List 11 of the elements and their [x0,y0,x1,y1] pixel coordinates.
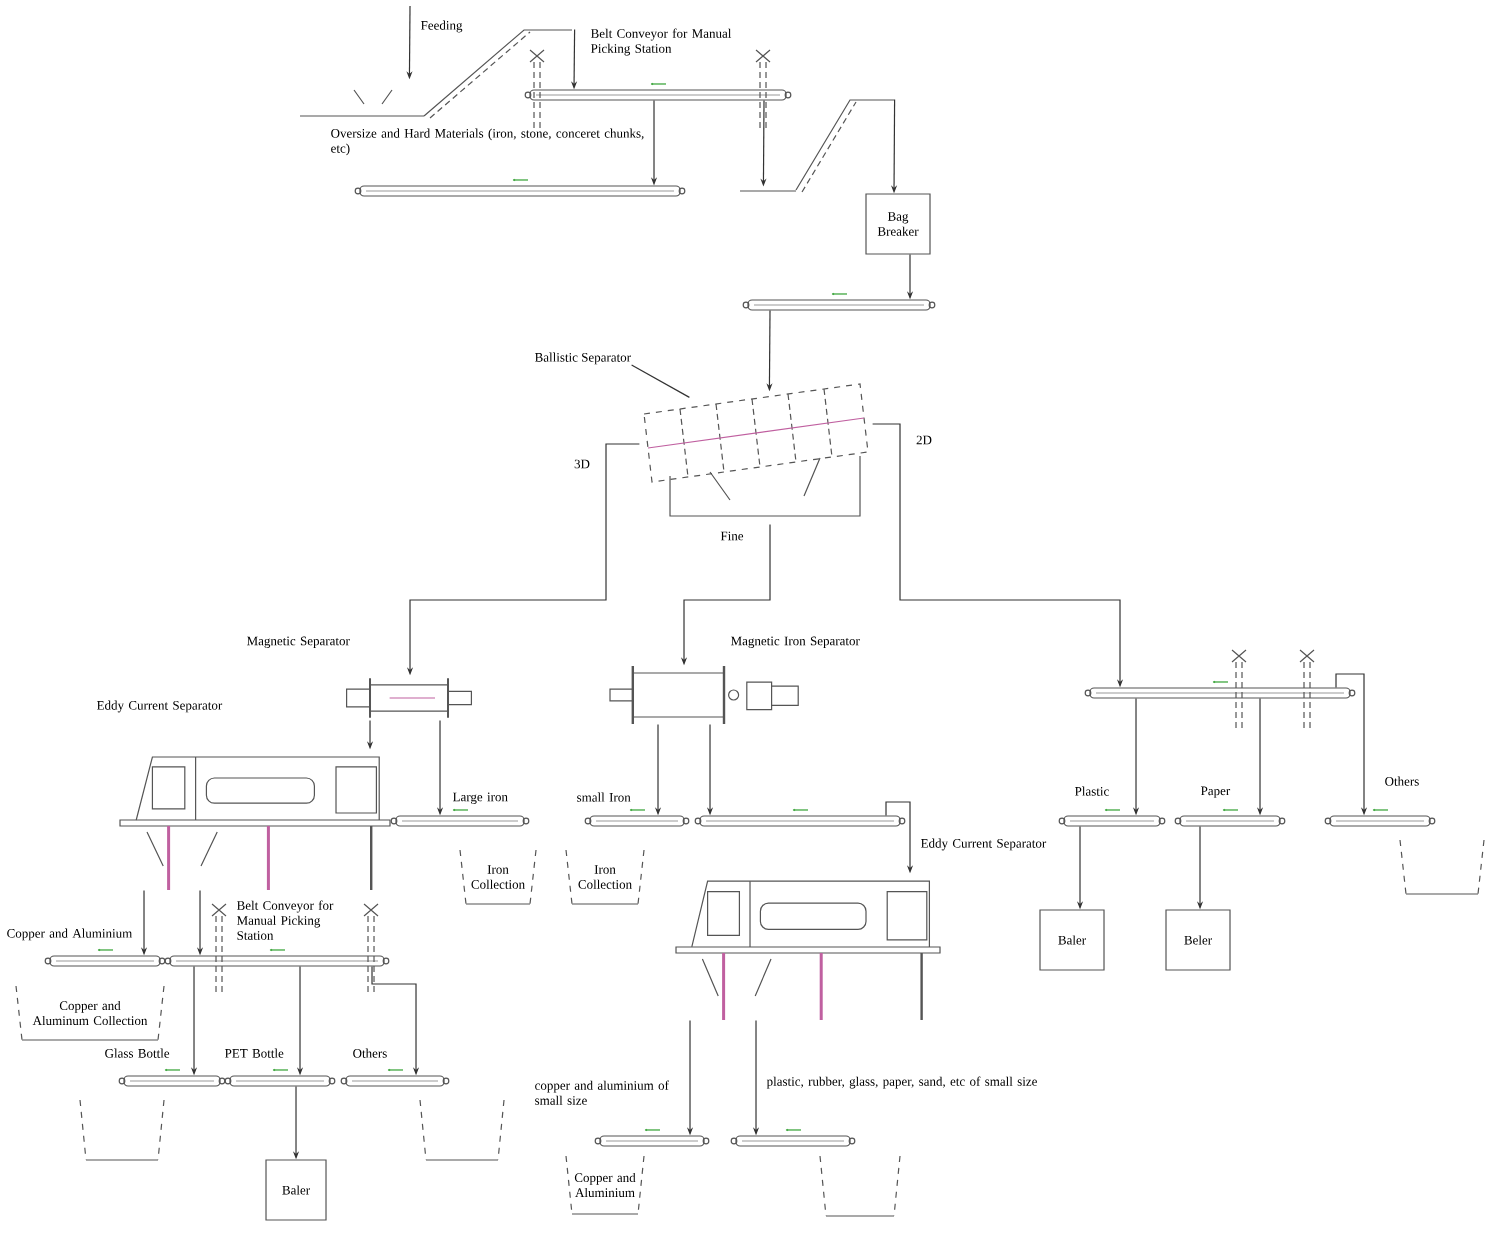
ballistic-separator-drawing [643,383,869,517]
conveyor-drawing [299,29,573,119]
bin [1399,839,1485,895]
conveyor-drawing [739,99,895,193]
belt-conveyor [1084,649,1356,731]
belt-conveyor [694,808,906,827]
leader-line [631,364,690,398]
bin [79,1099,165,1161]
belt-conveyor [742,292,936,311]
bin [819,1155,901,1217]
bin [419,1099,505,1161]
